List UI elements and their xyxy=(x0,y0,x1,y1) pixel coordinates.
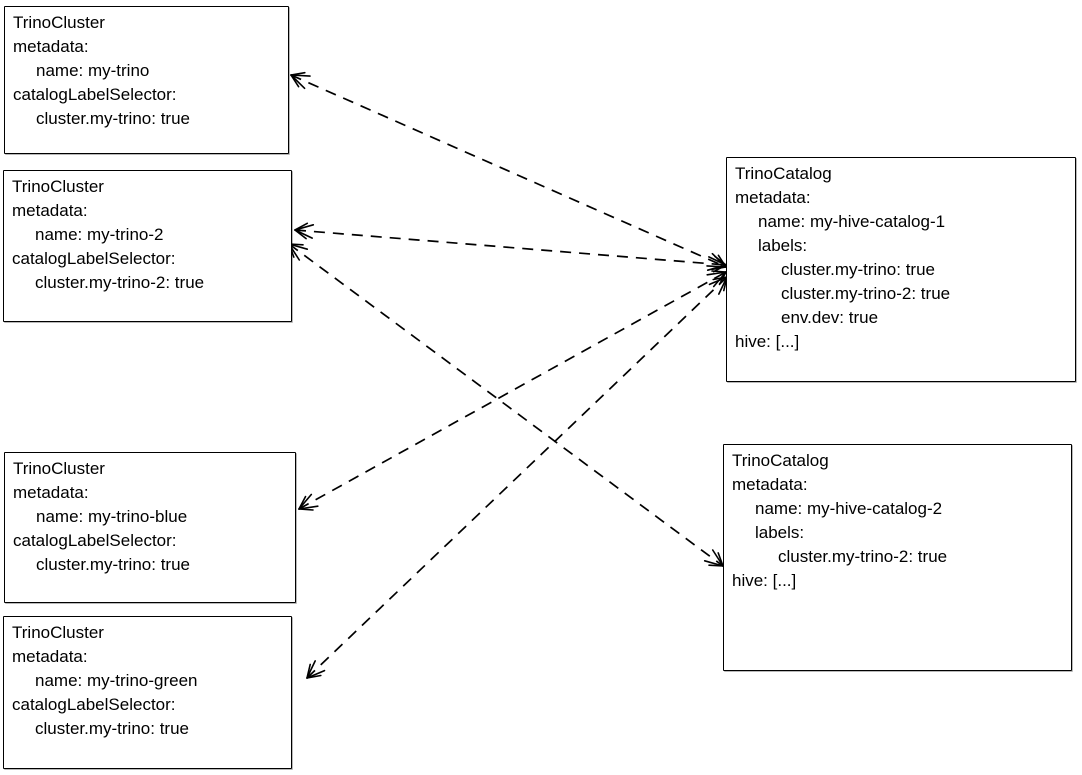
node-text-line: env.dev: true xyxy=(781,308,879,327)
node-text-line: labels: xyxy=(758,236,808,255)
node-text-line: metadata: xyxy=(732,475,808,494)
node-text-line: TrinoCluster xyxy=(13,13,105,32)
node-text-line: hive: [...] xyxy=(735,332,800,351)
node-text-line: catalogLabelSelector: xyxy=(13,531,177,550)
node-text-line: cluster.my-trino: true xyxy=(36,555,190,574)
node-text-line: name: my-trino-2 xyxy=(35,225,164,244)
node-text-line: name: my-hive-catalog-1 xyxy=(758,212,946,231)
node-trino-catalog-my-hive-catalog-1: TrinoCatalog metadata: name: my-hive-cat… xyxy=(726,157,1076,382)
node-text-line: cluster.my-trino: true xyxy=(781,260,935,279)
node-trino-catalog-my-hive-catalog-2: TrinoCatalog metadata: name: my-hive-cat… xyxy=(723,444,1072,671)
node-text-line: cluster.my-trino: true xyxy=(36,109,190,128)
node-text-line: TrinoCatalog xyxy=(732,451,829,470)
node-trino-cluster-my-trino-blue: TrinoCluster metadata: name: my-trino-bl… xyxy=(4,452,296,603)
node-text-line: name: my-trino-green xyxy=(35,671,198,690)
node-text-line: hive: [...] xyxy=(732,571,797,590)
node-text-line: TrinoCluster xyxy=(13,459,105,478)
node-text-line: cluster.my-trino-2: true xyxy=(35,273,205,292)
node-trino-cluster-my-trino: TrinoCluster metadata: name: my-trino ca… xyxy=(4,6,289,154)
node-text-line: TrinoCatalog xyxy=(735,164,832,183)
node-text-line: name: my-trino xyxy=(36,61,150,80)
node-text-line: metadata: xyxy=(12,647,88,666)
node-text-line: TrinoCluster xyxy=(12,623,104,642)
node-text-line: catalogLabelSelector: xyxy=(12,695,176,714)
node-text-line: metadata: xyxy=(735,188,811,207)
node-text-line: metadata: xyxy=(13,37,89,56)
node-text-line: cluster.my-trino-2: true xyxy=(778,547,948,566)
node-trino-cluster-my-trino-2: TrinoCluster metadata: name: my-trino-2 … xyxy=(3,170,292,322)
node-text-line: cluster.my-trino: true xyxy=(35,719,189,738)
node-text-line: metadata: xyxy=(13,483,89,502)
node-text-line: catalogLabelSelector: xyxy=(13,85,177,104)
node-text-line: metadata: xyxy=(12,201,88,220)
node-text-line: name: my-hive-catalog-2 xyxy=(755,499,943,518)
node-text-line: name: my-trino-blue xyxy=(36,507,188,526)
node-trino-cluster-my-trino-green: TrinoCluster metadata: name: my-trino-gr… xyxy=(3,616,292,769)
node-text-line: TrinoCluster xyxy=(12,177,104,196)
node-text-line: catalogLabelSelector: xyxy=(12,249,176,268)
node-text-line: labels: xyxy=(755,523,805,542)
node-text-line: cluster.my-trino-2: true xyxy=(781,284,951,303)
